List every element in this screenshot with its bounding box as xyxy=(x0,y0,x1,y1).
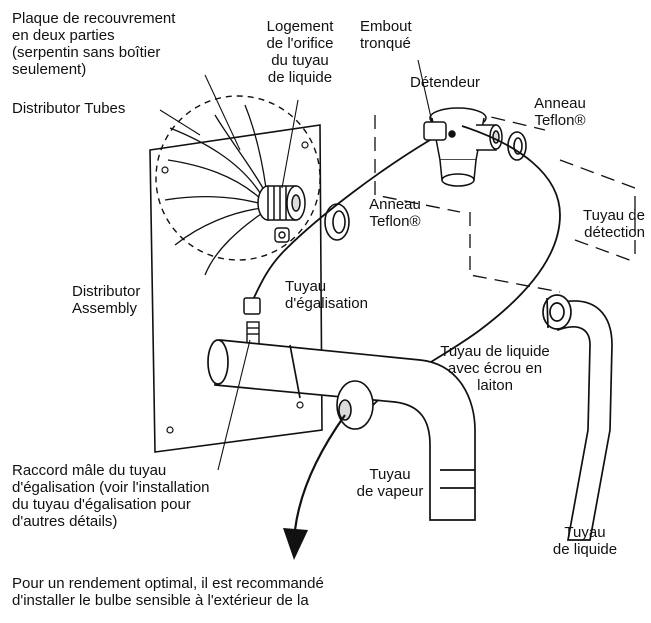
sensing-bulb-clamp xyxy=(336,380,374,430)
distributor-assembly-label: Distributor Assembly xyxy=(72,283,141,317)
expansion-valve-label: Détendeur xyxy=(410,74,481,91)
cover-plate-label: Plaque de recouvrement en deux parties (… xyxy=(12,10,176,78)
teflon-ring-right-label: Anneau Teflon® xyxy=(534,95,586,129)
distributor-tubes-label: Distributor Tubes xyxy=(12,100,126,117)
distributor-highlight-circle xyxy=(155,95,321,261)
sensing-tube-label: Tuyau de détection xyxy=(583,207,645,241)
equalizer-tube-label: Tuyau d'égalisation xyxy=(285,278,368,312)
equalizer-nut xyxy=(243,297,261,315)
distributor-fitting xyxy=(257,185,306,221)
vapor-tube-label: Tuyau de vapeur xyxy=(356,466,424,500)
distributor-tubes xyxy=(164,104,267,276)
liquid-tube-shape xyxy=(542,294,613,541)
liquid-tube-brass-nut-label: Tuyau de liquide avec écrou en laiton xyxy=(440,343,550,394)
equalizer-port xyxy=(274,227,290,243)
vapor-tube-shape xyxy=(207,339,476,521)
teflon-ring-center-shape xyxy=(324,203,350,241)
equalizer-male-fitting xyxy=(246,321,260,345)
liquid-orifice-housing-label: Logement de l'orifice du tuyau de liquid… xyxy=(266,18,334,86)
liquid-tube-label: Tuyau de liquide xyxy=(552,524,618,558)
recommendation-text: Pour un rendement optimal, il est recomm… xyxy=(12,575,324,609)
leader-lines xyxy=(159,59,433,471)
expansion-valve xyxy=(423,107,503,187)
equalizer-male-fitting-label: Raccord mâle du tuyau d'égalisation (voi… xyxy=(12,462,210,530)
recommendation-arrow xyxy=(283,414,346,560)
teflon-ring-center-label: Anneau Teflon® xyxy=(369,196,421,230)
truncated-fitting-label: Embout tronqué xyxy=(360,18,412,52)
